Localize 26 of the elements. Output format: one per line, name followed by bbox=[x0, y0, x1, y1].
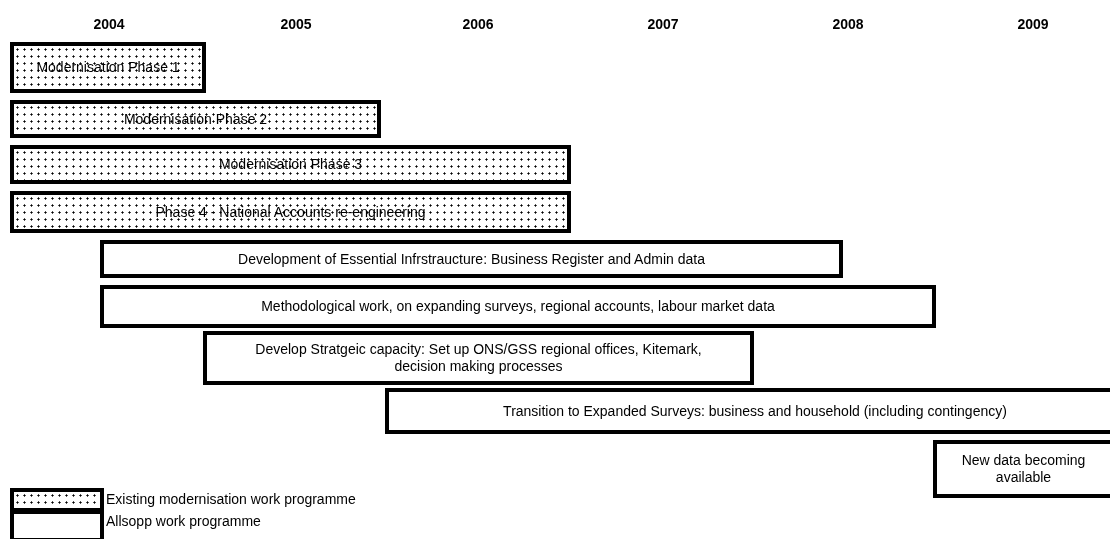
task-label: Modernisation Phase 1 bbox=[35, 59, 181, 76]
task-label: New data becoming available bbox=[960, 452, 1087, 486]
task-label: Modernisation Phase 3 bbox=[217, 156, 364, 173]
task-label: Transition to Expanded Surveys: business and household (including contingency) bbox=[502, 402, 1008, 420]
task-bar bbox=[10, 100, 381, 138]
task-bar bbox=[385, 388, 1110, 434]
year-label: 2007 bbox=[647, 16, 679, 32]
task-bar bbox=[100, 285, 936, 328]
year-label: 2009 bbox=[1017, 16, 1049, 32]
year-label: 2008 bbox=[832, 16, 864, 32]
task-bar bbox=[203, 331, 754, 385]
task-label: Modernisation Phase 2 bbox=[122, 110, 269, 128]
legend-label: Existing modernisation work programme bbox=[106, 491, 356, 507]
task-bar bbox=[933, 440, 1110, 498]
task-label: Methodological work, on expanding surveys, regional accounts, labour market data bbox=[260, 298, 776, 315]
task-label: Phase 4 - National Accounts re-engineering bbox=[154, 203, 427, 221]
task-bar bbox=[10, 42, 206, 93]
year-label: 2006 bbox=[462, 16, 494, 32]
task-bar bbox=[100, 240, 843, 278]
task-label: Develop Stratgeic capacity: Set up ONS/GSS regional offices, Kitemark, decision making processes bbox=[254, 341, 703, 375]
task-bar bbox=[10, 145, 571, 184]
year-label: 2005 bbox=[280, 16, 312, 32]
legend-label: Allsopp work programme bbox=[106, 513, 261, 529]
year-label: 2004 bbox=[93, 16, 125, 32]
task-label: Development of Essential Infrstraucture: Business Register and Admin data bbox=[237, 250, 706, 268]
task-bar bbox=[10, 191, 571, 233]
